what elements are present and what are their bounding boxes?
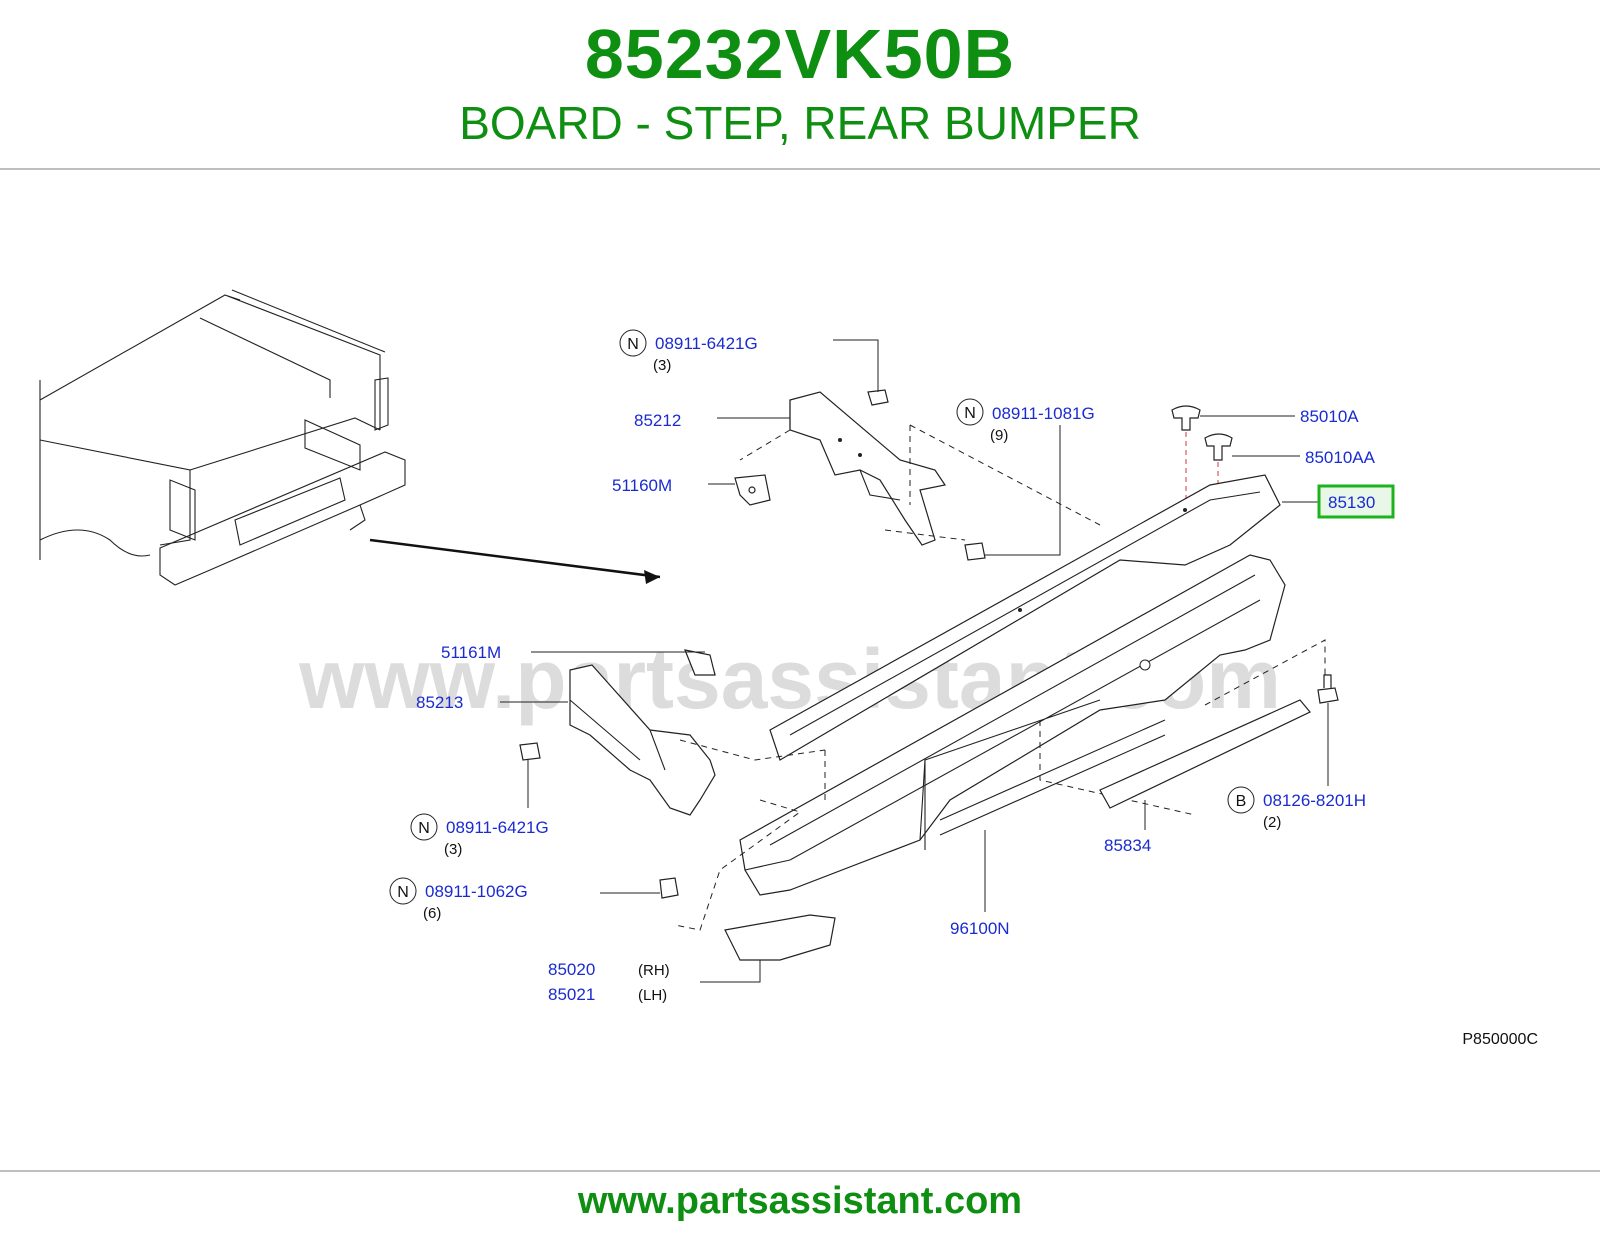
bracket-85212 — [739, 391, 1101, 546]
marker-n-3-label: N — [418, 820, 430, 837]
marker-n-1-label: N — [627, 336, 639, 353]
marker-n-1 — [619, 329, 647, 357]
diagram-code: P850000C — [1462, 1031, 1538, 1048]
rear-bumper-96100N — [739, 554, 1326, 896]
callout-96100N[interactable]: 96100N — [950, 919, 1010, 938]
marker-n-3 — [410, 813, 438, 841]
callout-85212[interactable]: 85212 — [634, 411, 681, 430]
callout-08911-1081G[interactable]: 08911-1081G — [992, 404, 1095, 423]
qty-08911-6421G-upper: (3) — [653, 357, 671, 374]
callout-51160M[interactable]: 51160M — [612, 476, 672, 495]
leader-lines — [500, 339, 1329, 983]
callout-85010A[interactable]: 85010A — [1300, 407, 1359, 426]
nut-lower-center — [659, 877, 679, 899]
bracket-85213 — [569, 649, 826, 931]
callout-85834[interactable]: 85834 — [1104, 836, 1151, 855]
header-divider — [0, 168, 1600, 170]
qty-08911-1081G: (9) — [990, 427, 1008, 444]
callout-85213[interactable]: 85213 — [416, 693, 463, 712]
highlight-box-85130 — [1317, 484, 1395, 519]
clip-51160M — [734, 474, 771, 506]
qty-08911-1062G: (6) — [423, 905, 441, 922]
callout-85010AA[interactable]: 85010AA — [1305, 448, 1376, 467]
marker-n-4-label: N — [397, 884, 409, 901]
callout-85020[interactable]: 85020 — [548, 960, 595, 979]
marker-b-label: B — [1236, 793, 1247, 810]
bolt-08126 — [1317, 674, 1339, 704]
nut-lower-left — [519, 742, 541, 761]
callout-08911-6421G-upper[interactable]: 08911-6421G — [655, 334, 758, 353]
side-lh: (LH) — [638, 987, 667, 1004]
nut-upper — [867, 389, 889, 406]
callout-85130[interactable]: 85130 — [1328, 493, 1375, 512]
marker-n-2 — [956, 398, 984, 426]
part-number-title: 85232VK50B — [584, 15, 1016, 93]
callout-08911-1062G[interactable]: 08911-1062G — [425, 882, 528, 901]
footer-divider — [0, 1170, 1600, 1172]
marker-n-2-label: N — [964, 405, 976, 422]
callout-08911-6421G-lower[interactable]: 08911-6421G — [446, 818, 549, 837]
callout-85021[interactable]: 85021 — [548, 985, 595, 1004]
marker-b — [1227, 786, 1255, 814]
nut-center — [964, 542, 986, 561]
truck-illustration — [39, 289, 661, 586]
qty-08126-8201H: (2) — [1263, 814, 1281, 831]
marker-n-4 — [389, 877, 417, 905]
callout-51161M[interactable]: 51161M — [441, 643, 501, 662]
part-description: BOARD - STEP, REAR BUMPER — [459, 97, 1141, 149]
callout-08126-8201H[interactable]: 08126-8201H — [1263, 791, 1366, 810]
qty-08911-6421G-lower: (3) — [444, 841, 462, 858]
bumper-end-85020 — [724, 914, 836, 961]
footer-url[interactable]: www.partsassistant.com — [577, 1180, 1023, 1222]
pad-85834 — [1099, 699, 1311, 809]
step-board-85130 — [769, 474, 1281, 761]
side-rh: (RH) — [638, 962, 670, 979]
